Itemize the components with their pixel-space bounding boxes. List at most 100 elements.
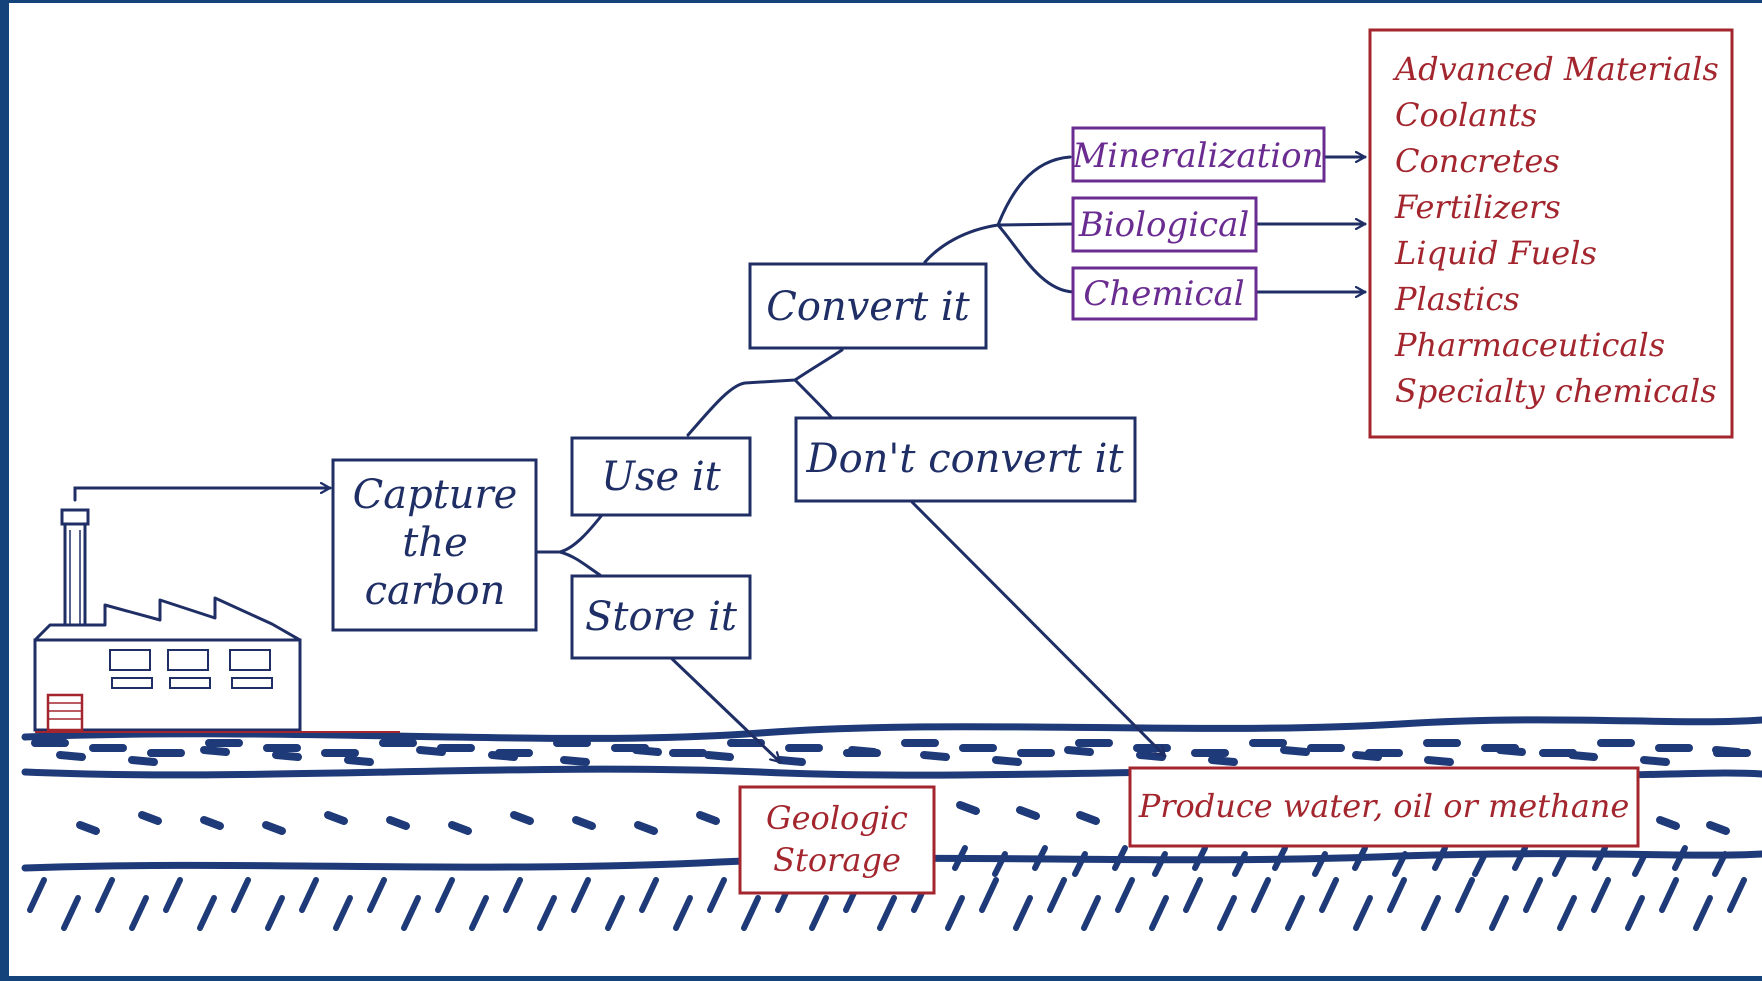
bedrock-hatch bbox=[1352, 845, 1368, 871]
branch-to-mineralization bbox=[996, 155, 1072, 227]
arrow-factory-to-capture bbox=[73, 488, 332, 502]
bedrock-hatch bbox=[503, 877, 523, 913]
ground-dash bbox=[386, 816, 410, 830]
bedrock-hatch bbox=[1319, 877, 1339, 913]
bedrock-hatch bbox=[1455, 877, 1475, 913]
bedrock-hatch bbox=[435, 877, 455, 913]
bedrock-hatch bbox=[197, 895, 217, 931]
node-produce: Produce water, oil or methane bbox=[1128, 766, 1640, 848]
bedrock-hatch bbox=[469, 895, 489, 931]
branch-use-to-split bbox=[686, 378, 797, 437]
ground-dash bbox=[776, 756, 806, 766]
factory-icon bbox=[33, 508, 400, 733]
ground-dash bbox=[138, 811, 162, 825]
bedrock-hatch bbox=[1232, 851, 1248, 877]
bedrock-hatch bbox=[27, 877, 47, 913]
bedrock-hatch bbox=[129, 895, 149, 931]
bedrock-hatch bbox=[1081, 895, 1101, 931]
ground-dash bbox=[572, 816, 596, 830]
bedrock-hatch bbox=[1115, 877, 1135, 913]
ground-strata bbox=[21, 716, 1762, 931]
ground-dash bbox=[1496, 746, 1526, 756]
bedrock-hatch bbox=[1712, 851, 1728, 877]
ground-dash bbox=[76, 821, 100, 835]
ground-dash bbox=[920, 751, 950, 761]
ground-dash bbox=[704, 751, 734, 761]
bedrock-hatch bbox=[1387, 877, 1407, 913]
bedrock-hatch bbox=[401, 895, 421, 931]
branch-to-dont-convert bbox=[793, 378, 834, 420]
product-item: Coolants bbox=[1395, 96, 1537, 134]
bedrock-hatch bbox=[605, 895, 625, 931]
arrow-dont-convert-to-produce bbox=[910, 500, 1167, 758]
bedrock-hatch bbox=[1183, 877, 1203, 913]
node-convert-it: Convert it bbox=[748, 262, 988, 350]
bedrock-hatch bbox=[1727, 877, 1747, 913]
bedrock-hatch bbox=[1192, 845, 1208, 871]
ground-band-lower bbox=[21, 850, 1762, 872]
bedrock-hatch bbox=[1489, 895, 1509, 931]
capture-line-1: Capture bbox=[353, 472, 518, 518]
ground-dash bbox=[272, 751, 302, 761]
ground-dash bbox=[1706, 821, 1730, 835]
branch-to-use bbox=[558, 513, 604, 554]
product-item: Liquid Fuels bbox=[1394, 234, 1597, 272]
product-item: Specialty chemicals bbox=[1395, 372, 1717, 410]
node-dont-convert-it: Don't convert it bbox=[794, 416, 1137, 503]
bedrock-hatch bbox=[1552, 851, 1568, 877]
ground-band-top bbox=[21, 716, 1762, 742]
ground-dash bbox=[1208, 756, 1238, 766]
node-capture: Capture the carbon bbox=[331, 458, 538, 632]
bedrock-hatch bbox=[1672, 845, 1688, 871]
bedrock-hatch bbox=[979, 877, 999, 913]
ground-dash bbox=[696, 811, 720, 825]
bedrock-hatch bbox=[61, 895, 81, 931]
capture-line-3: carbon bbox=[365, 568, 506, 614]
ground-dash bbox=[448, 821, 472, 835]
bedrock-hatch bbox=[809, 895, 829, 931]
ground-dash bbox=[488, 751, 518, 761]
bedrock-hatch bbox=[231, 877, 251, 913]
products-box: Advanced MaterialsCoolantsConcretesFerti… bbox=[1368, 28, 1734, 439]
ground-dash bbox=[956, 801, 980, 815]
bedrock-hatch bbox=[1285, 895, 1305, 931]
bedrock-hatch bbox=[1632, 851, 1648, 877]
product-item: Pharmaceuticals bbox=[1394, 326, 1665, 364]
node-chemical: Chemical bbox=[1071, 266, 1258, 321]
bedrock-hatch bbox=[639, 877, 659, 913]
use-it-label: Use it bbox=[601, 454, 721, 500]
ground-dash bbox=[200, 816, 224, 830]
bedrock-hatch bbox=[1432, 845, 1448, 871]
ground-dash bbox=[992, 756, 1022, 766]
products-list: Advanced MaterialsCoolantsConcretesFerti… bbox=[1392, 50, 1719, 410]
ground-dash bbox=[510, 811, 534, 825]
ground-dash bbox=[262, 821, 286, 835]
geologic-line-2: Storage bbox=[773, 841, 901, 879]
ground-dash bbox=[128, 756, 158, 766]
node-biological: Biological bbox=[1071, 196, 1258, 253]
bedrock-hatch bbox=[945, 895, 965, 931]
ground-dash bbox=[634, 821, 658, 835]
ground-dash bbox=[1424, 756, 1454, 766]
bedrock-hatch bbox=[877, 895, 897, 931]
bedrock-hatch bbox=[1353, 895, 1373, 931]
bedrock-hatch bbox=[333, 895, 353, 931]
bedrock-hatch bbox=[367, 877, 387, 913]
connector-lines bbox=[73, 155, 1367, 764]
product-item: Advanced Materials bbox=[1392, 50, 1719, 88]
bedrock-hatch bbox=[1693, 895, 1713, 931]
store-it-label: Store it bbox=[585, 594, 738, 640]
produce-label: Produce water, oil or methane bbox=[1138, 787, 1630, 825]
branch-to-store bbox=[558, 550, 602, 577]
bedrock-hatch bbox=[1392, 851, 1408, 877]
bedrock-hatch bbox=[163, 877, 183, 913]
bedrock-hatch bbox=[571, 877, 591, 913]
ground-dash bbox=[1280, 746, 1310, 756]
bedrock-hatch bbox=[265, 895, 285, 931]
ground-dash bbox=[1712, 746, 1742, 756]
ground-dash bbox=[1016, 806, 1040, 820]
bedrock-hatch bbox=[673, 895, 693, 931]
ground-dash bbox=[1352, 751, 1382, 761]
node-geologic-storage: Geologic Storage bbox=[738, 785, 936, 895]
bedrock-hatch bbox=[1251, 877, 1271, 913]
